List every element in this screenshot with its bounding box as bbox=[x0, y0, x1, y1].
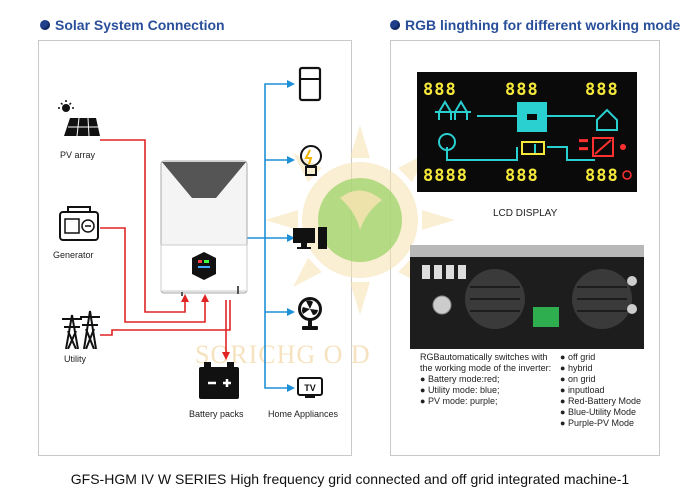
inverter-bottom-panel bbox=[410, 245, 644, 349]
inverter-unit bbox=[160, 160, 248, 296]
color-mode-item: ● Battery mode:red; bbox=[420, 374, 500, 384]
bullet-icon bbox=[40, 20, 50, 30]
fan-icon bbox=[298, 297, 322, 330]
color-mode-item: ● Utility mode: blue; bbox=[420, 385, 500, 395]
working-mode-list: ● off grid ● hybrid ● on grid ● inputloa… bbox=[560, 352, 641, 429]
right-section-title: RGB lingthing for different working mode bbox=[405, 17, 681, 33]
lcd-display: 888 888 888 8888 888 888 ■■■ ■■■ bbox=[417, 72, 637, 192]
inverter-ports bbox=[422, 265, 637, 329]
lcd-readout: 888 bbox=[585, 80, 619, 100]
product-caption: GFS-HGM IV W SERIES High frequency grid … bbox=[70, 471, 630, 487]
generator-icon bbox=[59, 206, 99, 241]
generator-wire bbox=[100, 227, 206, 323]
lcd-readout: 8888 bbox=[423, 166, 468, 186]
svg-text:■■■: ■■■ bbox=[579, 146, 588, 152]
description-line: RGBautomatically switches with bbox=[420, 352, 548, 362]
battery-icon bbox=[199, 362, 239, 399]
svg-text:■■■: ■■■ bbox=[579, 138, 588, 144]
solar-panel-icon bbox=[58, 100, 100, 137]
working-mode-item: ● hybrid bbox=[560, 363, 593, 373]
power-tower-icon bbox=[62, 310, 100, 349]
watermark-sun-logo bbox=[265, 125, 455, 315]
light-bulb-icon bbox=[300, 145, 322, 176]
working-mode-item: ● inputload bbox=[560, 385, 605, 395]
working-mode-item: ● Blue-Utility Mode bbox=[560, 407, 636, 417]
utility-label: Utility bbox=[64, 354, 86, 364]
lcd-display-label: LCD DISPLAY bbox=[493, 208, 558, 219]
lcd-readout: 888 bbox=[585, 166, 619, 186]
refrigerator-icon bbox=[298, 66, 322, 102]
svg-text:TV: TV bbox=[304, 383, 316, 393]
lcd-readout: 888 bbox=[505, 80, 539, 100]
pv-wire bbox=[100, 139, 186, 313]
working-mode-item: ● on grid bbox=[560, 374, 596, 384]
computer-icon bbox=[293, 227, 327, 249]
pv-array-label: PV array bbox=[60, 150, 96, 160]
tv-icon: TV bbox=[297, 377, 323, 398]
working-mode-item: ● Purple-PV Mode bbox=[560, 418, 634, 428]
working-mode-item: ● off grid bbox=[560, 352, 596, 362]
working-mode-item: ● Red-Battery Mode bbox=[560, 396, 641, 406]
description-line: the working mode of the inverter: bbox=[420, 363, 552, 373]
bullet-icon bbox=[390, 20, 400, 30]
generator-label: Generator bbox=[53, 250, 94, 260]
color-mode-item: ● PV mode: purple; bbox=[420, 396, 498, 406]
battery-packs-label: Battery packs bbox=[189, 409, 244, 419]
lcd-readout: 888 bbox=[423, 80, 457, 100]
rgb-description: RGBautomatically switches with the worki… bbox=[420, 352, 551, 407]
left-section-title: Solar System Connection bbox=[55, 17, 225, 33]
lcd-readout: 888 bbox=[505, 166, 539, 186]
lcd-flow-diagram: ■■■ ■■■ bbox=[435, 100, 632, 180]
left-section-header: Solar System Connection bbox=[40, 15, 225, 35]
right-section-header: RGB lingthing for different working mode bbox=[390, 15, 680, 35]
home-appliances-label: Home Appliances bbox=[268, 409, 339, 419]
